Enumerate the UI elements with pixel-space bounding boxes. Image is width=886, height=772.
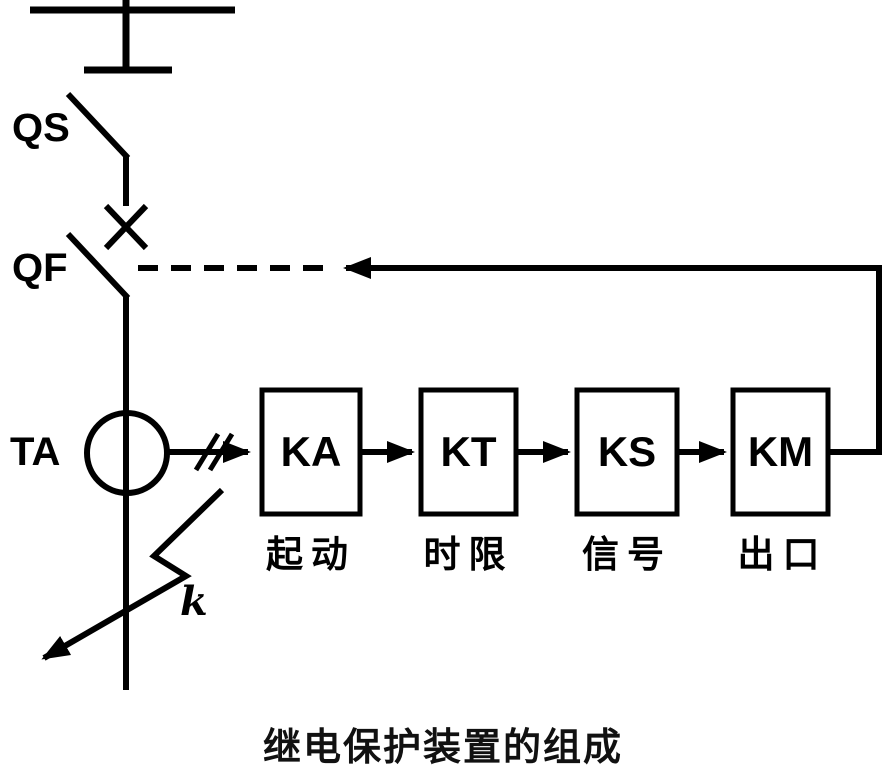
block-kt-label: KT bbox=[440, 428, 497, 475]
block-km-label: KM bbox=[747, 428, 814, 475]
qs-label: QS bbox=[12, 106, 70, 150]
block-ks-label: KS bbox=[597, 428, 657, 475]
fault-arrow bbox=[41, 487, 225, 661]
qf-switch bbox=[65, 231, 131, 301]
block-ks-caption: 信号 bbox=[582, 534, 672, 575]
busbar-symbol bbox=[30, 0, 235, 74]
block-km-caption: 出口 bbox=[737, 534, 828, 575]
ta-ct-circle bbox=[84, 410, 170, 496]
qf-label: QF bbox=[12, 246, 68, 290]
ta-label: TA bbox=[10, 430, 61, 474]
double-slash-icon bbox=[193, 432, 235, 472]
block-ka-caption: 起动 bbox=[266, 534, 356, 575]
block-kt-caption: 时限 bbox=[423, 534, 514, 575]
breaker-x-icon bbox=[103, 203, 149, 251]
fault-point-label: k bbox=[180, 578, 208, 625]
qs-switch bbox=[65, 91, 131, 206]
block-ka-label: KA bbox=[280, 428, 342, 475]
feedback-line bbox=[343, 257, 882, 455]
diagram-title: 继电保护装置的组成 bbox=[262, 727, 623, 769]
